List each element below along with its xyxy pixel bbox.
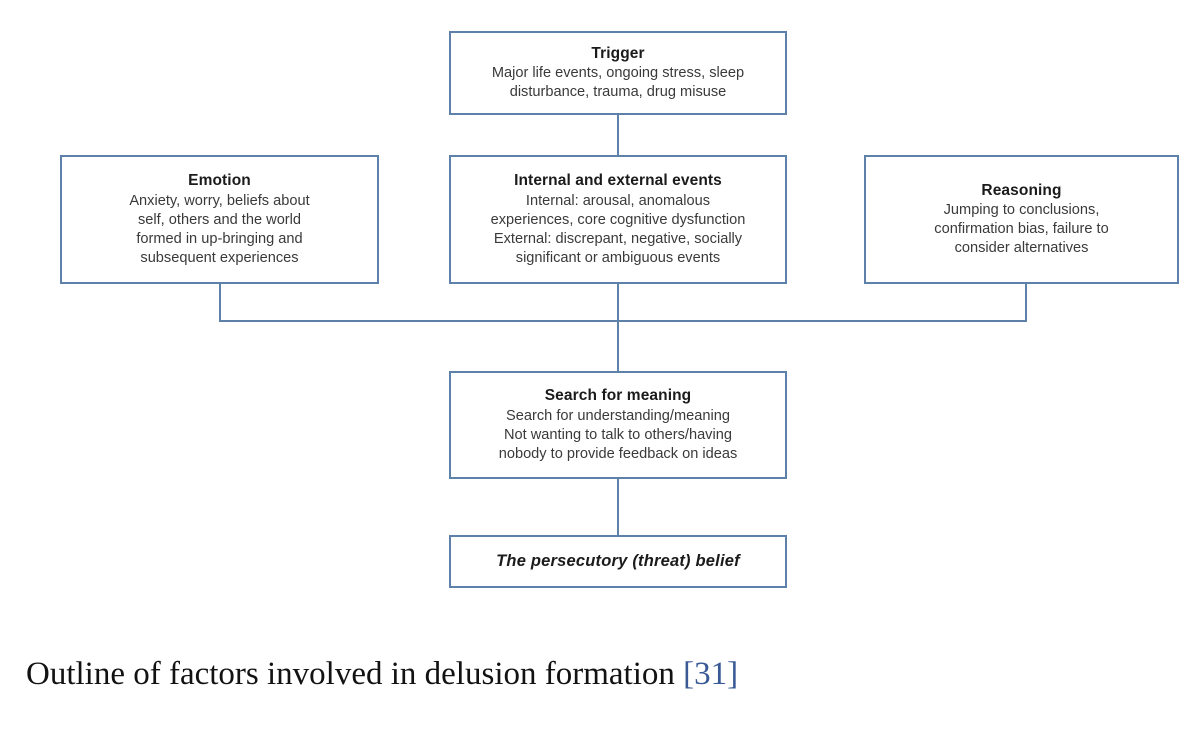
node-trigger-body: Major life events, ongoing stress, sleep… (491, 65, 745, 101)
connector-trigger-to-events (617, 114, 619, 156)
node-emotion: Emotion Anxiety, worry, beliefs about se… (60, 155, 379, 284)
connector-events-to-bus (617, 283, 619, 322)
node-reasoning: Reasoning Jumping to conclusions, confir… (864, 155, 1179, 284)
node-trigger: Trigger Major life events, ongoing stres… (449, 31, 787, 115)
node-search-title: Search for meaning (544, 387, 692, 405)
node-emotion-title: Emotion (188, 172, 251, 190)
connector-emotion-to-bus (219, 283, 221, 322)
node-events-body: Internal: arousal, anomalous experiences… (490, 192, 746, 266)
node-search-body: Search for understanding/meaning Not wan… (498, 407, 738, 462)
node-reasoning-body: Jumping to conclusions, confirmation bia… (934, 202, 1109, 257)
node-emotion-body: Anxiety, worry, beliefs about self, othe… (129, 192, 310, 266)
node-search-for-meaning: Search for meaning Search for understand… (449, 371, 787, 479)
node-persecutory-belief: The persecutory (threat) belief (449, 535, 787, 588)
node-reasoning-title: Reasoning (981, 181, 1062, 199)
node-belief-title: The persecutory (threat) belief (496, 551, 740, 570)
delusion-formation-flowchart: Trigger Major life events, ongoing stres… (60, 31, 1179, 588)
node-events-title: Internal and external events (514, 172, 722, 190)
figure-caption: Outline of factors involved in delusion … (26, 655, 738, 694)
connector-horizontal-bus (219, 320, 1027, 322)
node-internal-and-external-events: Internal and external events Internal: a… (449, 155, 787, 284)
connector-reasoning-to-bus (1025, 283, 1027, 322)
connector-bus-to-search (617, 320, 619, 372)
node-trigger-title: Trigger (591, 44, 645, 62)
figure-caption-text: Outline of factors involved in delusion … (26, 656, 675, 692)
connector-search-to-belief (617, 478, 619, 536)
figure-reference-link[interactable]: [31] (683, 656, 739, 692)
